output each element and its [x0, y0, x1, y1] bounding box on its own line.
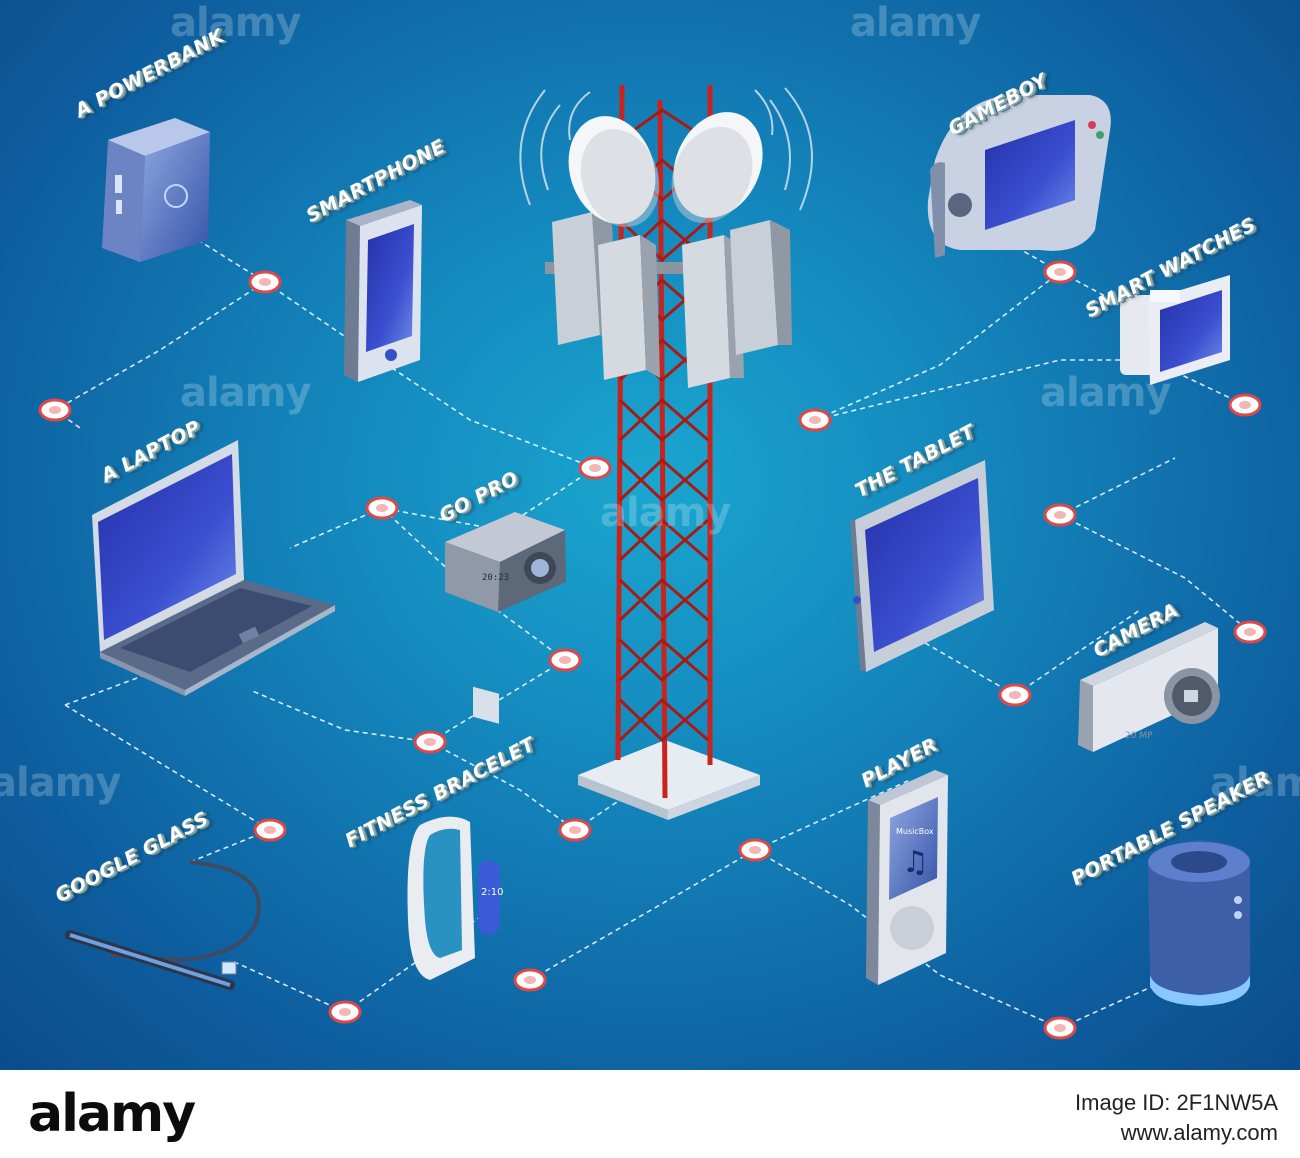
site-url-text: www.alamy.com: [1120, 1119, 1278, 1145]
watermark: alamy: [170, 0, 301, 46]
watermark: alamy: [0, 760, 121, 806]
camera-mp-text: 20 MP: [1125, 731, 1153, 741]
google-glass-illustration: [65, 860, 261, 990]
player-app-text: MusicBox: [896, 827, 934, 836]
watermark: alamy: [850, 0, 981, 46]
footer-bar: alamy Image ID: 2F1NW5A www.alamy.com: [0, 1070, 1300, 1158]
laptop-illustration: [92, 440, 335, 696]
image-id-text: Image ID: 2F1NW5A: [1075, 1090, 1278, 1115]
smartwatch-illustration: [1120, 275, 1230, 385]
watermark: alamy: [600, 490, 731, 536]
player-illustration: MusicBox ♫: [866, 770, 948, 985]
fitness-bracelet-illustration: 2:10: [407, 816, 503, 980]
smartphone-illustration: [344, 200, 422, 382]
footer-logo: alamy: [28, 1084, 196, 1144]
diagram-scene: 20:23 2:10: [0, 0, 1300, 1070]
gopro-illustration: 20:23: [445, 512, 566, 724]
watermark: alamy: [180, 370, 311, 416]
gameboy-illustration: [927, 95, 1111, 258]
gopro-screen-text: 20:23: [482, 573, 509, 583]
svg-text:♫: ♫: [902, 845, 929, 880]
watermark: alamy: [1040, 370, 1171, 416]
footer-image-info: Image ID: 2F1NW5A www.alamy.com: [1075, 1088, 1278, 1147]
cell-tower-illustration: [519, 84, 813, 820]
tablet-illustration: [850, 460, 994, 672]
camera-illustration: 20 MP: [1078, 622, 1220, 752]
speaker-illustration: [1148, 840, 1250, 1006]
watermark: alamy: [1210, 760, 1300, 806]
bracelet-screen-text: 2:10: [481, 887, 503, 898]
powerbank-illustration: [102, 118, 210, 262]
diagram-artwork: 20:23 2:10: [38, 84, 1267, 1040]
